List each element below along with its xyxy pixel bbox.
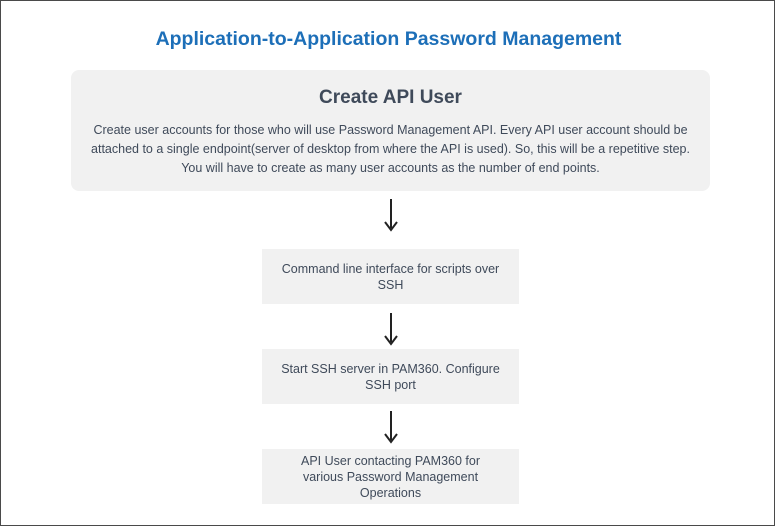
flow-step-label: Start SSH server in PAM360. Configure SS…	[281, 361, 500, 392]
flow-step-start-ssh-server: Start SSH server in PAM360. Configure SS…	[262, 349, 519, 404]
create-api-user-heading: Create API User	[319, 87, 462, 108]
arrow-down-icon	[384, 313, 398, 346]
flow-step-api-user-contacting: API User contacting PAM360 for various P…	[262, 449, 519, 504]
create-api-user-box: Create API User Create user accounts for…	[71, 70, 710, 191]
arrow-down-icon	[384, 199, 398, 232]
flow-step-label: API User contacting PAM360 for various P…	[300, 453, 481, 500]
create-api-user-description: Create user accounts for those who will …	[91, 123, 690, 175]
flow-step-cli-ssh: Command line interface for scripts over …	[262, 249, 519, 304]
flow-step-label: Command line interface for scripts over …	[281, 261, 500, 292]
arrow-down-icon	[384, 411, 398, 444]
diagram-title: Application-to-Application Password Mana…	[155, 28, 622, 50]
